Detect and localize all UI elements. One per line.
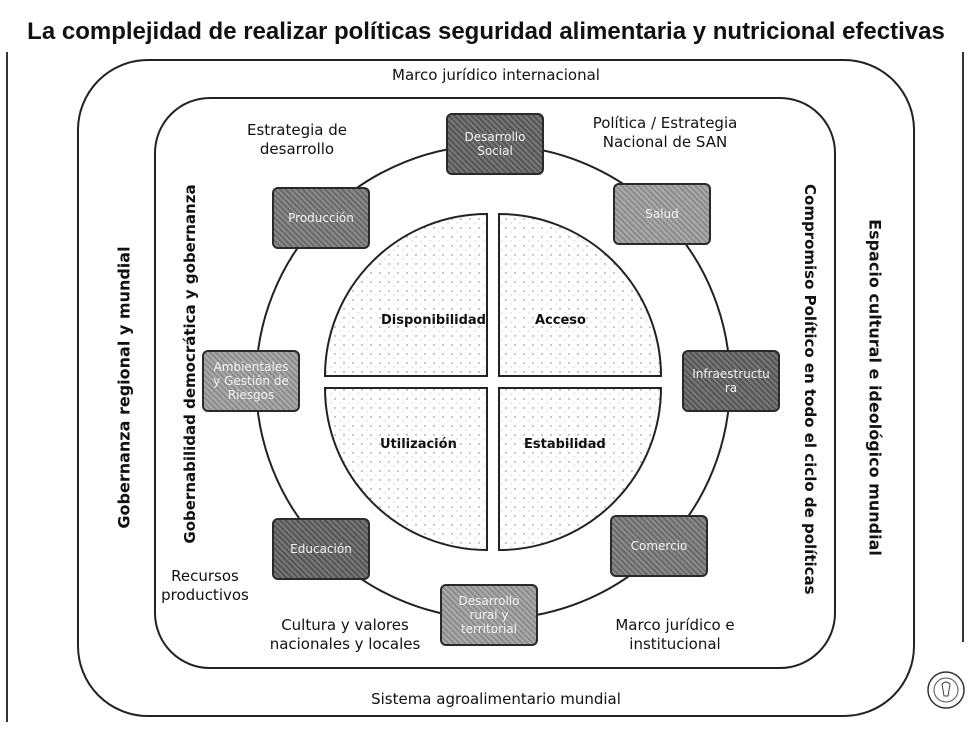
box-line: rural y [469, 608, 509, 622]
quadrant-top-left [323, 212, 488, 377]
label-line: Estrategia de [246, 121, 348, 139]
box-desarrollo-rural: Desarrollo rural y territorial [440, 584, 538, 646]
box-produccion: Producción [272, 187, 370, 249]
box-line: Educación [290, 542, 352, 556]
page-title: La complejidad de realizar políticas seg… [27, 18, 945, 45]
box-infraestructura: Infraestructu ra [682, 350, 780, 412]
label-estrategia-desarrollo: Estrategia de desarrollo [222, 121, 372, 159]
box-line: Infraestructu [692, 367, 770, 381]
quadrant-bottom-left [323, 387, 488, 552]
label-recursos-productivos: Recursos productivos [150, 567, 260, 605]
outer-top-label: Marco jurídico internacional [392, 66, 600, 84]
seal-icon [927, 671, 965, 709]
box-line: Salud [645, 207, 679, 221]
box-salud: Salud [613, 183, 711, 245]
quadrant-top-right [498, 212, 663, 377]
box-line: Social [477, 144, 513, 158]
box-ambientales: Ambientales y Gestión de Riesgos [202, 350, 300, 412]
frame-left-line [6, 52, 8, 722]
outer-left-label: Gobernanza regional y mundial [114, 246, 134, 529]
quadrant-label-disponibilidad: Disponibilidad [381, 313, 486, 328]
outer-bottom-label: Sistema agroalimentario mundial [371, 690, 621, 708]
box-line: Comercio [630, 539, 688, 553]
label-line: Recursos [171, 567, 239, 585]
middle-left-label: Gobernabilidad democrática y gobernanza [181, 184, 199, 544]
label-line: institucional [629, 635, 721, 653]
frame-right-line [962, 52, 964, 642]
box-line: Producción [288, 211, 354, 225]
box-comercio: Comercio [610, 515, 708, 577]
quadrant-label-estabilidad: Estabilidad [524, 437, 606, 452]
box-line: ra [724, 381, 738, 395]
outer-frame [77, 59, 915, 717]
label-line: productivos [161, 586, 249, 604]
quadrant-label-utilizacion: Utilización [380, 437, 457, 452]
label-cultura-valores: Cultura y valores nacionales y locales [255, 616, 435, 654]
box-line: Desarrollo [458, 594, 520, 608]
inner-quadrants [323, 212, 663, 552]
box-line: y Gestión de [213, 374, 289, 388]
label-line: Política / Estrategia [592, 114, 738, 132]
label-politica-san: Política / Estrategia Nacional de SAN [575, 114, 755, 152]
outer-right-label: Espacio cultural e ideológico mundial [865, 219, 885, 556]
label-marco-juridico-institucional: Marco jurídico e institucional [590, 616, 760, 654]
label-line: Nacional de SAN [602, 133, 728, 151]
box-line: territorial [460, 622, 518, 636]
middle-right-label: Compromiso Político en todo el ciclo de … [801, 184, 819, 595]
box-line: Desarrollo [464, 130, 526, 144]
quadrant-bottom-right [498, 387, 663, 552]
label-line: Cultura y valores [281, 616, 409, 634]
box-line: Riesgos [227, 388, 275, 402]
label-line: Marco jurídico e [615, 616, 735, 634]
middle-frame [154, 97, 836, 669]
box-desarrollo-social: Desarrollo Social [446, 113, 544, 175]
quadrant-label-acceso: Acceso [535, 313, 586, 328]
label-line: desarrollo [259, 140, 335, 158]
box-educacion: Educación [272, 518, 370, 580]
label-line: nacionales y locales [269, 635, 421, 653]
box-line: Ambientales [213, 360, 289, 374]
